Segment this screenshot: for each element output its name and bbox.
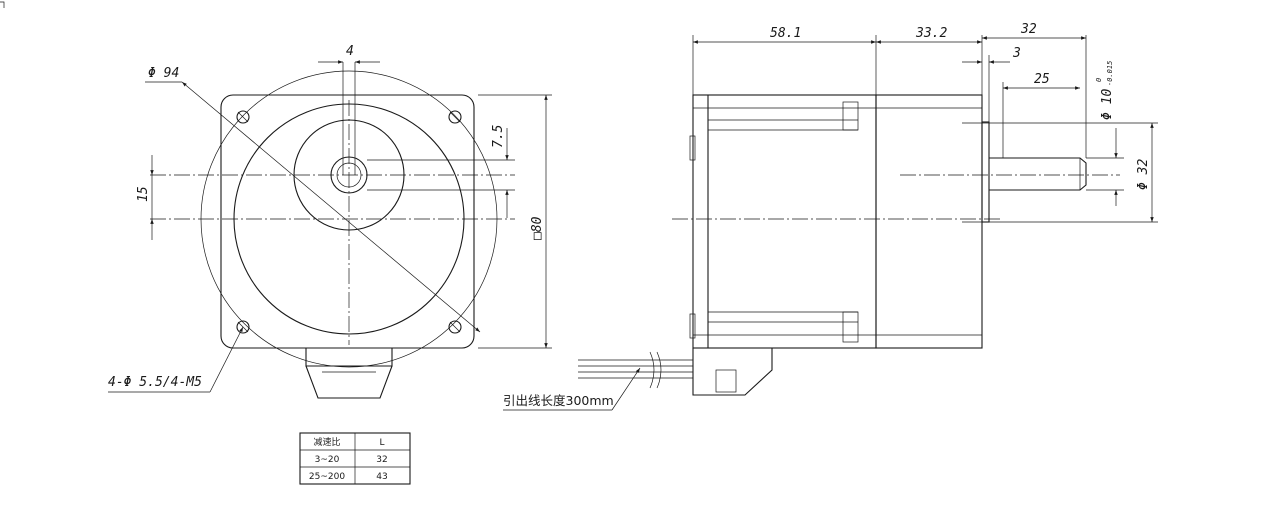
shaft-tol-upper: 0 (1095, 78, 1103, 82)
key-depth-label: 7.5 (491, 124, 506, 148)
key-length-label: 25 (1034, 72, 1050, 87)
table-cell-length-2: 43 (376, 472, 387, 482)
table-cell-ratio-2: 25~200 (309, 472, 345, 482)
key-offset-label: 15 (136, 186, 151, 202)
diameter-94-label: Φ 94 (148, 66, 179, 81)
keyway-width-label: 4 (346, 44, 354, 59)
mount-hole-tr (448, 110, 462, 124)
front-view: Φ 94 4 7.5 15 □80 4-Φ 5.5/4-M5 (108, 44, 552, 399)
table-header-length: L (379, 438, 384, 448)
flange-square-label: □80 (530, 216, 545, 240)
side-view: 引出线长度300mm 58.1 33.2 32 3 25 Φ 10 0 -0.0… (503, 22, 1158, 411)
square-flange (220, 94, 475, 349)
table-cell-ratio-1: 3~20 (315, 455, 340, 465)
mount-holes-leader (209, 326, 244, 393)
diameter-94-leader (181, 81, 481, 333)
mount-hole-tl (236, 110, 250, 124)
pilot-diameter-label: Φ 32 (1136, 159, 1151, 190)
corner-mark (0, 1, 5, 8)
output-shaft (989, 157, 1087, 191)
gearbox (875, 94, 983, 349)
gearbox-length-label: 33.2 (915, 26, 947, 41)
lead-wire-leader (611, 367, 641, 411)
lead-wires (578, 359, 693, 379)
body-length-label: 58.1 (770, 26, 801, 41)
pilot-boss (981, 121, 990, 223)
table-cell-length-1: 32 (376, 455, 387, 465)
lead-wire-label: 引出线长度300mm (503, 393, 614, 408)
terminal-box-side (692, 348, 773, 396)
terminal-box-bottom (305, 365, 393, 399)
pilot-length-label: 3 (1012, 46, 1021, 61)
motor-body (692, 94, 877, 349)
shaft-tol-lower: -0.015 (1106, 61, 1114, 86)
mount-hole-br (448, 320, 462, 334)
shaft-diameter-label: Φ 10 (1100, 89, 1115, 120)
terminal-box-top (305, 348, 393, 367)
table-header-ratio: 减速比 (313, 436, 340, 448)
shaft-length-label: 32 (1020, 22, 1037, 37)
mount-holes-label: 4-Φ 5.5/4-M5 (108, 375, 202, 390)
ratio-table: 减速比 L 3~20 32 25~200 43 (299, 432, 411, 485)
